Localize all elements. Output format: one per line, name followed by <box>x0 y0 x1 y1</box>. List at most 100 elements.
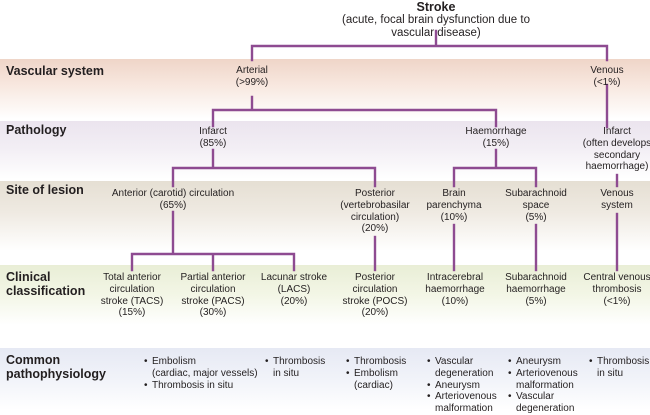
row-label-common-pathophysiology: Common pathophysiology <box>6 353 106 381</box>
pathophysiology-item: Embolism(cardiac, major vessels) <box>144 356 258 380</box>
pathophysiology-item-line: Thrombosis in situ <box>152 379 234 391</box>
node-text-line: (65%) <box>159 199 187 211</box>
node-text-line: Arterial <box>236 65 268 76</box>
band-site-of-lesion <box>0 181 650 251</box>
root-title: Stroke <box>416 0 456 14</box>
pathophysiology-item: Thrombosis <box>346 356 406 368</box>
pathophysiology-item-line: (cardiac) <box>354 379 393 391</box>
pathophysiology-list-anterior: Embolism(cardiac, major vessels)Thrombos… <box>144 356 258 391</box>
node-text-line: circulation <box>352 283 398 295</box>
node-text-line: (<1%) <box>593 76 621 88</box>
node-text-line: Venous <box>600 188 634 199</box>
node-arterial: Arterial(>99%) <box>236 65 269 89</box>
node-text-line: secondary <box>593 149 641 161</box>
node-text-line: Posterior <box>354 272 396 283</box>
node-text-line: (5%) <box>525 295 547 307</box>
node-text-line: (15%) <box>482 137 510 149</box>
node-text-line: Total anterior <box>103 272 161 283</box>
node-text-line: Intracerebral <box>426 272 484 283</box>
node-text-line: Partial anterior <box>180 272 246 283</box>
root-subtitle: (acute, focal brain dysfunction due to v… <box>342 14 530 39</box>
row-label-line: Common <box>6 353 61 367</box>
node-text-line: Central venous <box>583 272 650 283</box>
node-text-line: Haemorrhage <box>465 126 527 137</box>
connector-haemorrhage <box>452 148 538 188</box>
row-label-line: classification <box>6 284 86 298</box>
pathophysiology-item: Thrombosis in situ <box>144 380 258 392</box>
node-text-line: circulation <box>109 283 155 295</box>
pathophysiology-item-line: Arteriovenous <box>516 367 578 379</box>
node-text-line: Anterior (carotid) circulation <box>111 188 235 199</box>
node-text-line: (vertebrobasilar <box>340 199 410 211</box>
node-haemorrhage: Haemorrhage(15%) <box>465 126 526 150</box>
band-clinical-classification <box>0 265 650 325</box>
pathophysiology-item-line: Aneurysm <box>516 356 562 367</box>
root-node-stroke: Stroke (acute, focal brain dysfunction d… <box>329 0 543 40</box>
node-text-line: (5%) <box>525 211 547 223</box>
node-text-line: (10%) <box>441 295 469 307</box>
row-label-line: pathophysiology <box>6 367 106 381</box>
pathophysiology-item-line: Thrombosis <box>597 356 650 367</box>
node-text-line: (15%) <box>118 307 146 319</box>
node-text-line: Posterior <box>354 188 396 199</box>
node-infarct: Infarct(85%) <box>199 126 227 150</box>
node-text-line: (often develops <box>582 137 650 149</box>
node-text-line: Subarachnoid <box>505 272 567 283</box>
pathophysiology-item-line: Embolism <box>152 356 196 367</box>
pathophysiology-item-line: Thrombosis <box>354 356 407 367</box>
node-text-line: (20%) <box>361 223 389 235</box>
pathophysiology-list-subarachnoid: AneurysmArteriovenousmalformationVascula… <box>508 356 578 415</box>
node-anterior-circulation: Anterior (carotid) circulation(65%) <box>112 188 234 212</box>
pathophysiology-item-line: Vascular <box>435 356 474 367</box>
node-text-line: (<1%) <box>603 295 631 307</box>
node-text-line: haemorrhage) <box>585 161 649 173</box>
pathophysiology-item-line: Vascular <box>516 391 555 403</box>
pathophysiology-item-line: Aneurysm <box>435 379 481 391</box>
node-text-line: Venous <box>590 65 624 76</box>
node-text-line: system <box>601 199 633 211</box>
node-text-line: Subarachnoid <box>505 188 567 199</box>
band-pathology <box>0 121 650 179</box>
node-text-line: stroke (POCS) <box>342 295 408 307</box>
node-text-line: stroke (TACS) <box>100 295 164 307</box>
pathophysiology-item-line: (cardiac, major vessels) <box>152 367 258 379</box>
node-text-line: thrombosis <box>592 283 642 295</box>
node-text-line: parenchyma <box>426 199 482 211</box>
pathophysiology-item-line: malformation <box>516 379 574 391</box>
pathophysiology-item-line: malformation <box>435 403 493 415</box>
node-text-line: (20%) <box>280 295 308 307</box>
node-text-line: Infarct <box>199 126 227 137</box>
node-lacs: Lacunar stroke(LACS)(20%) <box>261 272 327 307</box>
node-text-line: (85%) <box>199 137 227 149</box>
node-text-line: Infarct <box>603 126 631 137</box>
pathophysiology-item: Aneurysm <box>427 380 497 392</box>
node-text-line: (30%) <box>199 307 227 319</box>
pathophysiology-item-line: degeneration <box>435 367 494 379</box>
pathophysiology-list-posterior: ThrombosisEmbolism(cardiac) <box>346 356 406 391</box>
node-text-line: haemorrhage <box>506 283 566 295</box>
node-text-line: circulation <box>190 283 236 295</box>
node-text-line: haemorrhage <box>425 283 485 295</box>
node-text-line: (LACS) <box>277 283 311 295</box>
pathophysiology-item-line: Arteriovenous <box>435 391 497 403</box>
row-label-line: Clinical <box>6 270 51 284</box>
node-text-line: stroke (PACS) <box>181 295 245 307</box>
node-text-line: (20%) <box>361 307 389 319</box>
pathophysiology-item-line: degeneration <box>516 403 575 415</box>
